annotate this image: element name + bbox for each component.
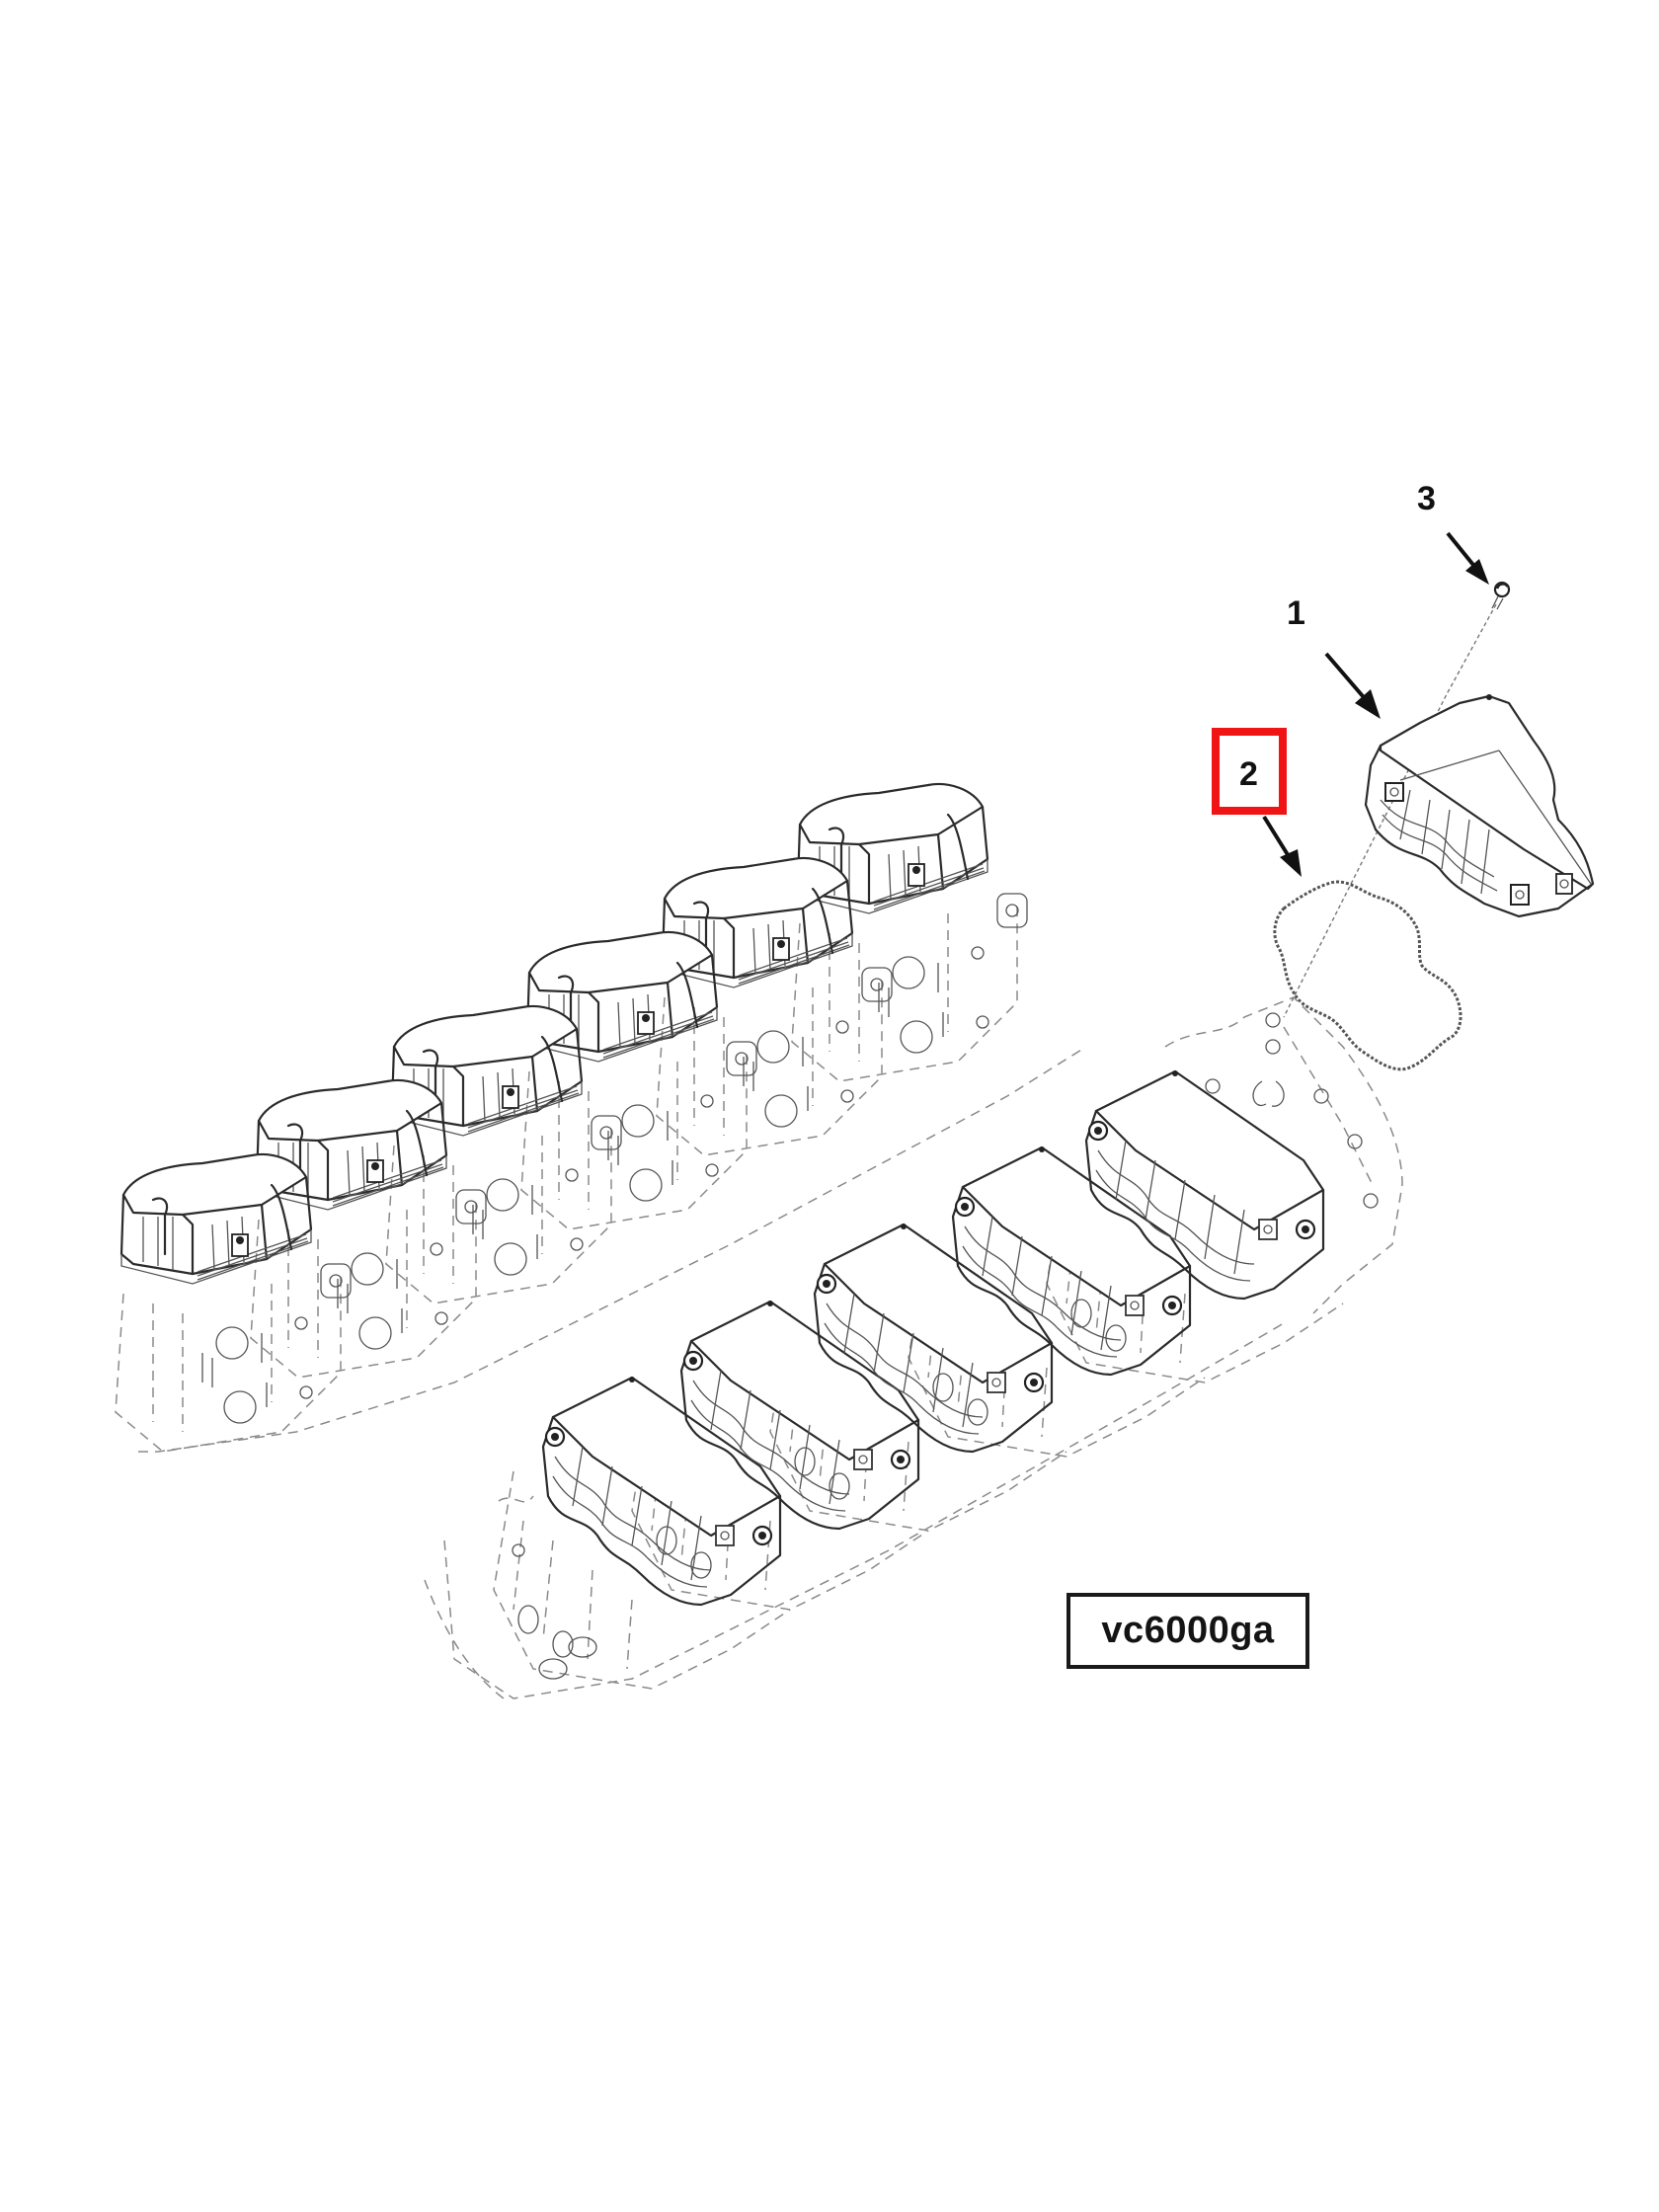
upper-bank <box>115 782 1087 1453</box>
upper-bank-valve-covers <box>119 782 989 1286</box>
callout-1-arrow <box>1324 652 1371 705</box>
callout-2-highlight-box[interactable] <box>1212 728 1287 815</box>
upper-bank-block <box>115 893 1087 1453</box>
bolt-part <box>1491 581 1511 610</box>
lower-bank <box>424 996 1403 1699</box>
figure-id-label: vc6000ga <box>1066 1593 1309 1669</box>
callout-2-arrowhead-icon <box>1280 849 1302 877</box>
assembly-axis-line <box>1283 603 1497 1018</box>
lower-bank-block <box>424 1164 1344 1699</box>
gasket-part <box>1273 880 1462 1071</box>
callout-2-arrow <box>1262 815 1294 863</box>
valve-cover-part <box>1364 694 1595 918</box>
callout-3-label: 3 <box>1417 480 1436 517</box>
callout-2-label: 2 <box>1239 755 1258 793</box>
lower-bank-valve-covers <box>541 1068 1325 1607</box>
callout-1-arrowhead-icon <box>1355 689 1381 719</box>
callout-3-arrowhead-icon <box>1465 559 1489 585</box>
callout-1-label: 1 <box>1287 594 1305 632</box>
